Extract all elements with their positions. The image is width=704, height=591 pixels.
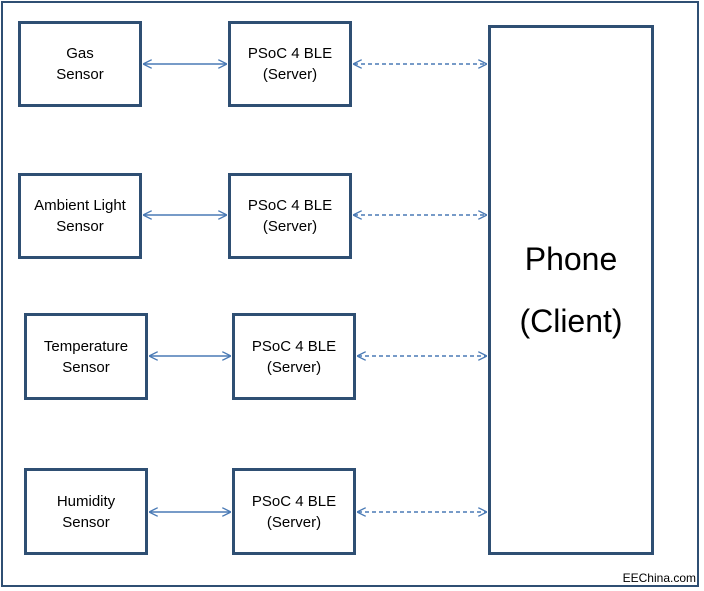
psoc-server-1-label-line1: PSoC 4 BLE — [247, 45, 333, 62]
gas-sensor-box: Gas Sensor — [18, 21, 142, 107]
psoc-server-4-label-line1: PSoC 4 BLE — [251, 492, 337, 510]
ambient-light-sensor-label-line2: Sensor — [56, 218, 104, 235]
temperature-sensor-label-line1: Temperature — [43, 337, 129, 355]
humidity-sensor-label-line1: Humidity — [56, 492, 116, 510]
phone-label-line2: (Client) — [519, 303, 623, 339]
psoc-server-box-3: PSoC 4 BLE (Server) — [232, 313, 356, 400]
humidity-sensor-label-line2: Sensor — [62, 513, 110, 531]
ambient-light-sensor-box: Ambient Light Sensor — [18, 173, 142, 259]
psoc-server-box-1: PSoC 4 BLE (Server) — [228, 21, 352, 107]
psoc-server-1-label-line2: (Server) — [262, 66, 318, 83]
psoc-server-4-label-line2: (Server) — [266, 513, 322, 531]
humidity-sensor-box: Humidity Sensor — [24, 468, 148, 555]
psoc-server-box-4: PSoC 4 BLE (Server) — [232, 468, 356, 555]
psoc-server-3-label-line1: PSoC 4 BLE — [251, 337, 337, 355]
psoc-server-2-label-line2: (Server) — [262, 218, 318, 235]
watermark-text: EEChina.com — [622, 571, 696, 585]
temperature-sensor-box: Temperature Sensor — [24, 313, 148, 400]
psoc-server-3-label-line2: (Server) — [266, 358, 322, 376]
temperature-sensor-label-line2: Sensor — [62, 358, 110, 376]
phone-label-line1: Phone — [524, 241, 618, 277]
psoc-server-2-label-line1: PSoC 4 BLE — [247, 197, 333, 214]
phone-client-box: Phone (Client) — [488, 25, 654, 555]
psoc-server-box-2: PSoC 4 BLE (Server) — [228, 173, 352, 259]
gas-sensor-label-line1: Gas — [66, 45, 94, 62]
ambient-light-sensor-label-line1: Ambient Light — [34, 197, 126, 214]
gas-sensor-label-line2: Sensor — [56, 66, 104, 83]
